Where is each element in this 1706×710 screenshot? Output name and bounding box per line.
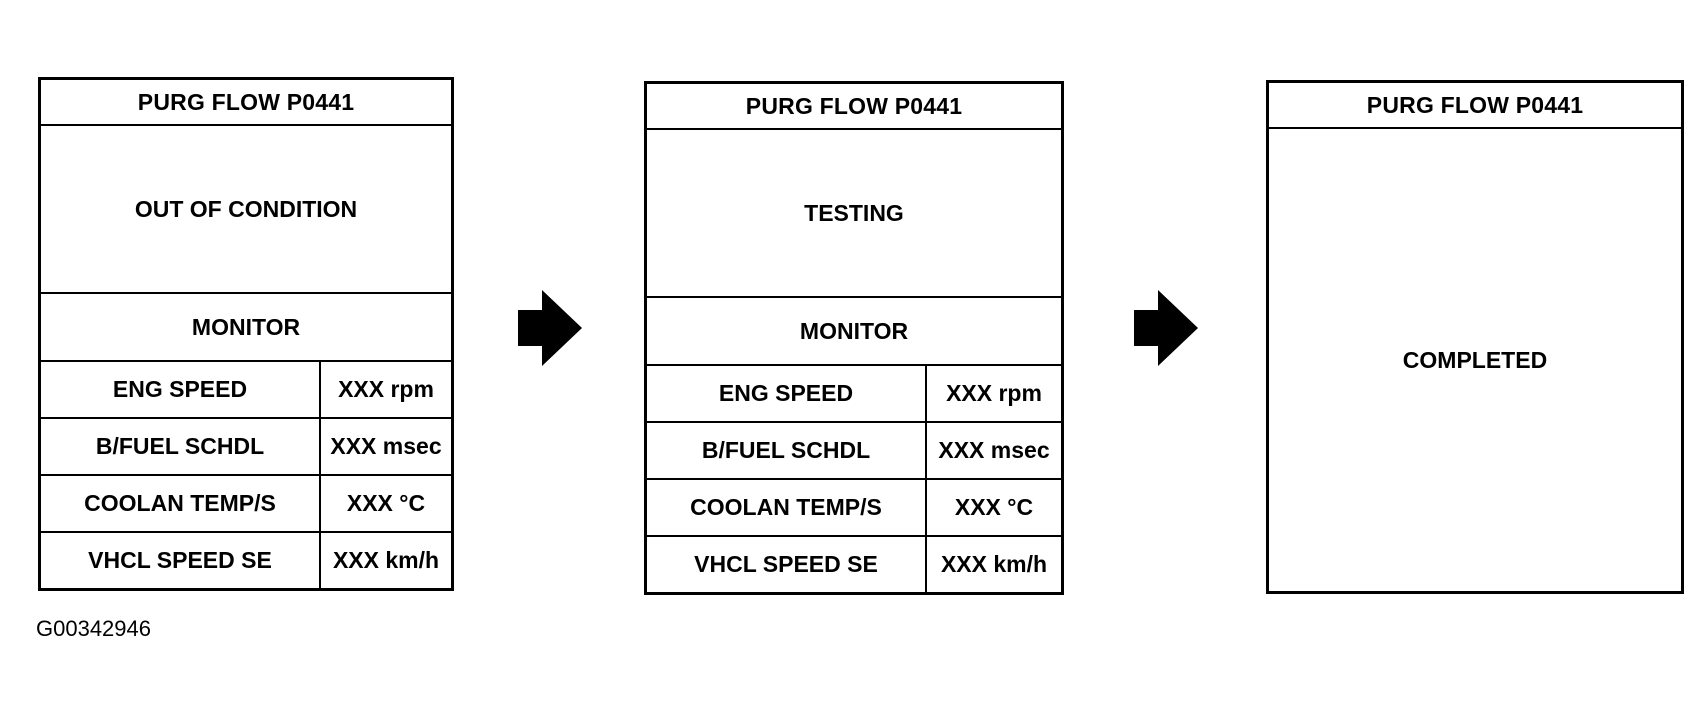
monitor-row-vhcl-speed: VHCL SPEED SE XXX km/h bbox=[41, 533, 451, 588]
monitor-row-coolant-temp: COOLAN TEMP/S XXX °C bbox=[41, 476, 451, 533]
status-text: OUT OF CONDITION bbox=[41, 126, 451, 294]
screen-title: PURG FLOW P0441 bbox=[41, 80, 451, 126]
monitor-row-eng-speed: ENG SPEED XXX rpm bbox=[41, 362, 451, 419]
screen-out-of-condition: PURG FLOW P0441 OUT OF CONDITION MONITOR… bbox=[38, 77, 454, 591]
monitor-value: XXX °C bbox=[954, 494, 1034, 520]
screen-testing: PURG FLOW P0441 TESTING MONITOR ENG SPEE… bbox=[644, 81, 1064, 595]
right-arrow-icon bbox=[518, 290, 582, 366]
monitor-label: B/FUEL SCHDL bbox=[647, 423, 927, 478]
monitor-label: VHCL SPEED SE bbox=[647, 537, 927, 592]
monitor-value: XXX km/h bbox=[332, 547, 440, 573]
screen-completed: PURG FLOW P0441 COMPLETED bbox=[1266, 80, 1684, 594]
monitor-label: B/FUEL SCHDL bbox=[41, 419, 321, 474]
status-text: COMPLETED bbox=[1402, 346, 1548, 373]
monitor-value: XXX rpm bbox=[338, 376, 434, 402]
monitor-heading: MONITOR bbox=[41, 294, 451, 362]
monitor-label: ENG SPEED bbox=[41, 362, 321, 417]
monitor-label: ENG SPEED bbox=[647, 366, 927, 421]
monitor-label: VHCL SPEED SE bbox=[41, 533, 321, 588]
monitor-row-eng-speed: ENG SPEED XXX rpm bbox=[647, 366, 1061, 423]
monitor-row-fuel-schdl: B/FUEL SCHDL XXX msec bbox=[647, 423, 1061, 480]
right-arrow-icon bbox=[1134, 290, 1198, 366]
status-text: TESTING bbox=[647, 130, 1061, 298]
monitor-value: XXX msec bbox=[330, 433, 442, 459]
monitor-row-fuel-schdl: B/FUEL SCHDL XXX msec bbox=[41, 419, 451, 476]
figure-id: G00342946 bbox=[36, 616, 151, 641]
monitor-label: COOLAN TEMP/S bbox=[41, 476, 321, 531]
monitor-row-coolant-temp: COOLAN TEMP/S XXX °C bbox=[647, 480, 1061, 537]
monitor-heading: MONITOR bbox=[647, 298, 1061, 366]
monitor-value: XXX rpm bbox=[946, 380, 1042, 406]
monitor-value: XXX msec bbox=[938, 437, 1050, 463]
monitor-row-vhcl-speed: VHCL SPEED SE XXX km/h bbox=[647, 537, 1061, 592]
monitor-label: COOLAN TEMP/S bbox=[647, 480, 927, 535]
screen-title: PURG FLOW P0441 bbox=[1269, 83, 1681, 129]
monitor-value: XXX °C bbox=[346, 490, 426, 516]
monitor-value: XXX km/h bbox=[940, 551, 1048, 577]
screen-title: PURG FLOW P0441 bbox=[647, 84, 1061, 130]
